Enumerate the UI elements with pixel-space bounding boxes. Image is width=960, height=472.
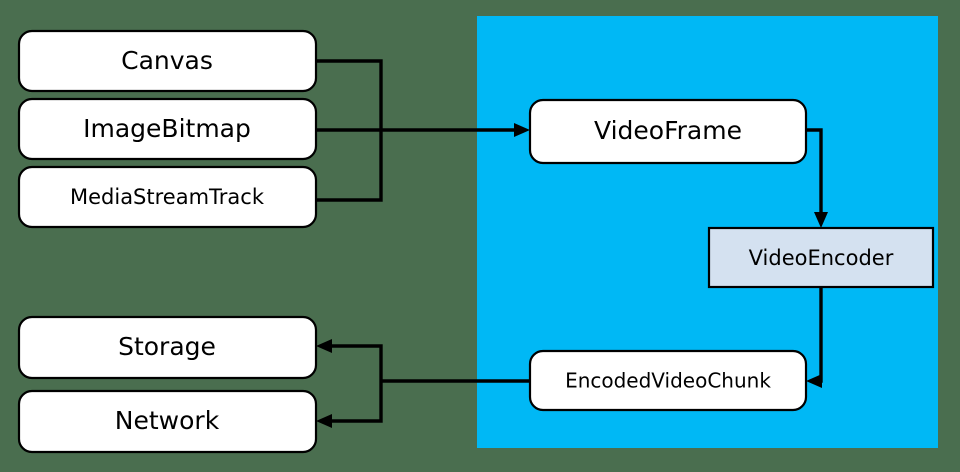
edge-encodedvideochunk-to-storage: [325, 344, 383, 381]
node-network-label: Network: [115, 406, 220, 435]
edge-videoframe-to-videoencoder: [806, 128, 823, 219]
edge-canvas-to-videoframe: [316, 59, 383, 130]
node-videoframe-box[interactable]: [528, 98, 808, 165]
arrowhead-storage-in: [316, 339, 332, 353]
node-encodedvideochunk[interactable]: EncodedVideoChunk: [528, 349, 808, 412]
node-network[interactable]: Network: [17, 389, 318, 454]
node-canvas-label: Canvas: [121, 46, 213, 75]
node-storage-box[interactable]: [17, 315, 318, 380]
node-canvas[interactable]: Canvas: [17, 29, 318, 93]
edge-encodedvideochunk-to-network: [325, 381, 383, 423]
node-videoencoder-box[interactable]: [707, 226, 935, 289]
node-encodedvideochunk-label: EncodedVideoChunk: [565, 369, 771, 393]
node-imagebitmap-label: ImageBitmap: [83, 114, 251, 143]
edge-mediastreamtrack-to-videoframe: [316, 130, 383, 202]
arrowhead-videoframe-in: [514, 123, 530, 137]
arrowhead-videoencoder-in: [814, 212, 828, 228]
arrowhead-network-in: [316, 414, 332, 428]
node-videoframe[interactable]: VideoFrame: [528, 98, 808, 165]
node-canvas-box[interactable]: [17, 29, 318, 93]
node-mediastreamtrack[interactable]: MediaStreamTrack: [17, 165, 318, 229]
node-videoencoder-label: VideoEncoder: [749, 246, 894, 270]
node-network-box[interactable]: [17, 389, 318, 454]
node-mediastreamtrack-box[interactable]: [17, 165, 318, 229]
node-imagebitmap[interactable]: ImageBitmap: [17, 97, 318, 161]
node-mediastreamtrack-label: MediaStreamTrack: [70, 185, 265, 209]
node-storage[interactable]: Storage: [17, 315, 318, 380]
node-encodedvideochunk-box[interactable]: [528, 349, 808, 412]
node-videoencoder[interactable]: VideoEncoder: [707, 226, 935, 289]
node-videoframe-label: VideoFrame: [594, 116, 742, 145]
arrowhead-encodedvideochunk-in: [806, 374, 822, 388]
node-storage-label: Storage: [118, 332, 216, 361]
node-imagebitmap-box[interactable]: [17, 97, 318, 161]
